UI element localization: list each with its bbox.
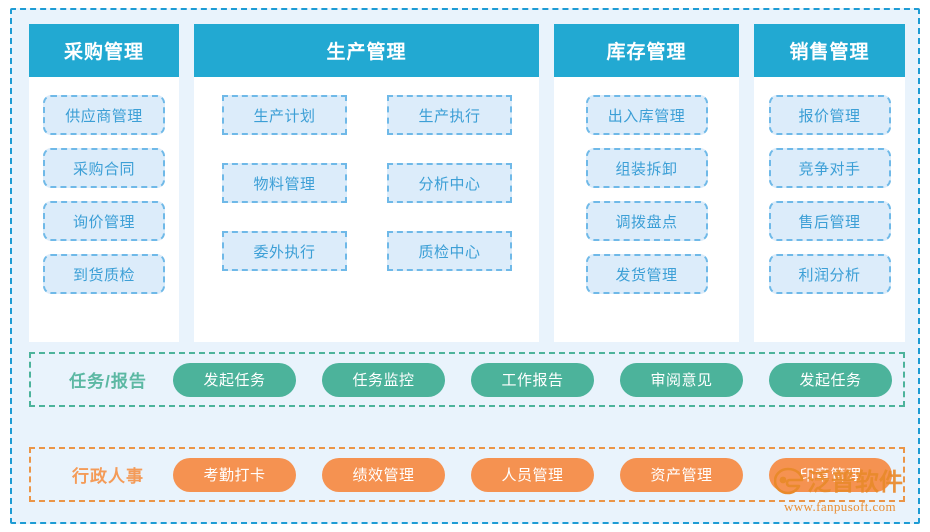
module-card-title: 生产管理 — [194, 24, 539, 77]
module-card-title: 库存管理 — [554, 24, 739, 77]
module-item[interactable]: 询价管理 — [43, 201, 165, 241]
module-card-title: 销售管理 — [754, 24, 905, 77]
band-pill[interactable]: 任务监控 — [322, 362, 445, 397]
band-pill[interactable]: 绩效管理 — [322, 457, 445, 492]
module-card-items: 生产计划 生产执行 物料管理 分析中心 委外执行 质检中心 — [194, 77, 539, 342]
module-item[interactable]: 发货管理 — [585, 254, 708, 294]
module-item[interactable]: 委外执行 — [222, 231, 347, 271]
module-cards-row: 采购管理 供应商管理 采购合同 询价管理 到货质检 生产管理 生产计划 生产执行… — [12, 10, 922, 342]
band-pill[interactable]: 资产管理 — [620, 457, 743, 492]
band-pill[interactable]: 审阅意见 — [620, 362, 743, 397]
module-item[interactable]: 售后管理 — [768, 201, 891, 241]
module-card-inventory[interactable]: 库存管理 出入库管理 组装拆卸 调拨盘点 发货管理 — [554, 24, 739, 342]
module-item[interactable]: 利润分析 — [768, 254, 891, 294]
module-item[interactable]: 组装拆卸 — [585, 148, 708, 188]
module-card-items: 供应商管理 采购合同 询价管理 到货质检 — [29, 77, 179, 342]
band-label: 任务/报告 — [69, 372, 147, 391]
module-item[interactable]: 出入库管理 — [585, 95, 708, 135]
module-item[interactable]: 生产执行 — [387, 95, 512, 135]
module-card-sales[interactable]: 销售管理 报价管理 竞争对手 售后管理 利润分析 — [754, 24, 905, 342]
module-item[interactable]: 物料管理 — [222, 163, 347, 203]
module-item[interactable]: 采购合同 — [43, 148, 165, 188]
module-card-production[interactable]: 生产管理 生产计划 生产执行 物料管理 分析中心 委外执行 质检中心 — [194, 24, 539, 342]
module-card-purchasing[interactable]: 采购管理 供应商管理 采购合同 询价管理 到货质检 — [29, 24, 179, 342]
band-pill[interactable]: 考勤打卡 — [173, 457, 296, 492]
band-pill[interactable]: 工作报告 — [471, 362, 594, 397]
module-item[interactable]: 调拨盘点 — [585, 201, 708, 241]
band-pill[interactable]: 发起任务 — [769, 362, 892, 397]
band-admin-hr: 行政人事 考勤打卡 绩效管理 人员管理 资产管理 印章管理 — [29, 447, 905, 502]
band-label: 行政人事 — [72, 467, 144, 486]
module-item[interactable]: 分析中心 — [387, 163, 512, 203]
module-card-items: 报价管理 竞争对手 售后管理 利润分析 — [754, 77, 905, 342]
module-item[interactable]: 质检中心 — [387, 231, 512, 271]
module-item[interactable]: 竞争对手 — [768, 148, 891, 188]
module-card-items: 出入库管理 组装拆卸 调拨盘点 发货管理 — [554, 77, 739, 342]
band-pill[interactable]: 印章管理 — [769, 457, 892, 492]
module-item[interactable]: 到货质检 — [43, 254, 165, 294]
band-pill[interactable]: 人员管理 — [471, 457, 594, 492]
outer-dashed-frame: 采购管理 供应商管理 采购合同 询价管理 到货质检 生产管理 生产计划 生产执行… — [10, 8, 920, 524]
band-pill[interactable]: 发起任务 — [173, 362, 296, 397]
module-item[interactable]: 生产计划 — [222, 95, 347, 135]
module-item[interactable]: 报价管理 — [768, 95, 891, 135]
module-card-title: 采购管理 — [29, 24, 179, 77]
module-item[interactable]: 供应商管理 — [43, 95, 165, 135]
band-task-report: 任务/报告 发起任务 任务监控 工作报告 审阅意见 发起任务 — [29, 352, 905, 407]
